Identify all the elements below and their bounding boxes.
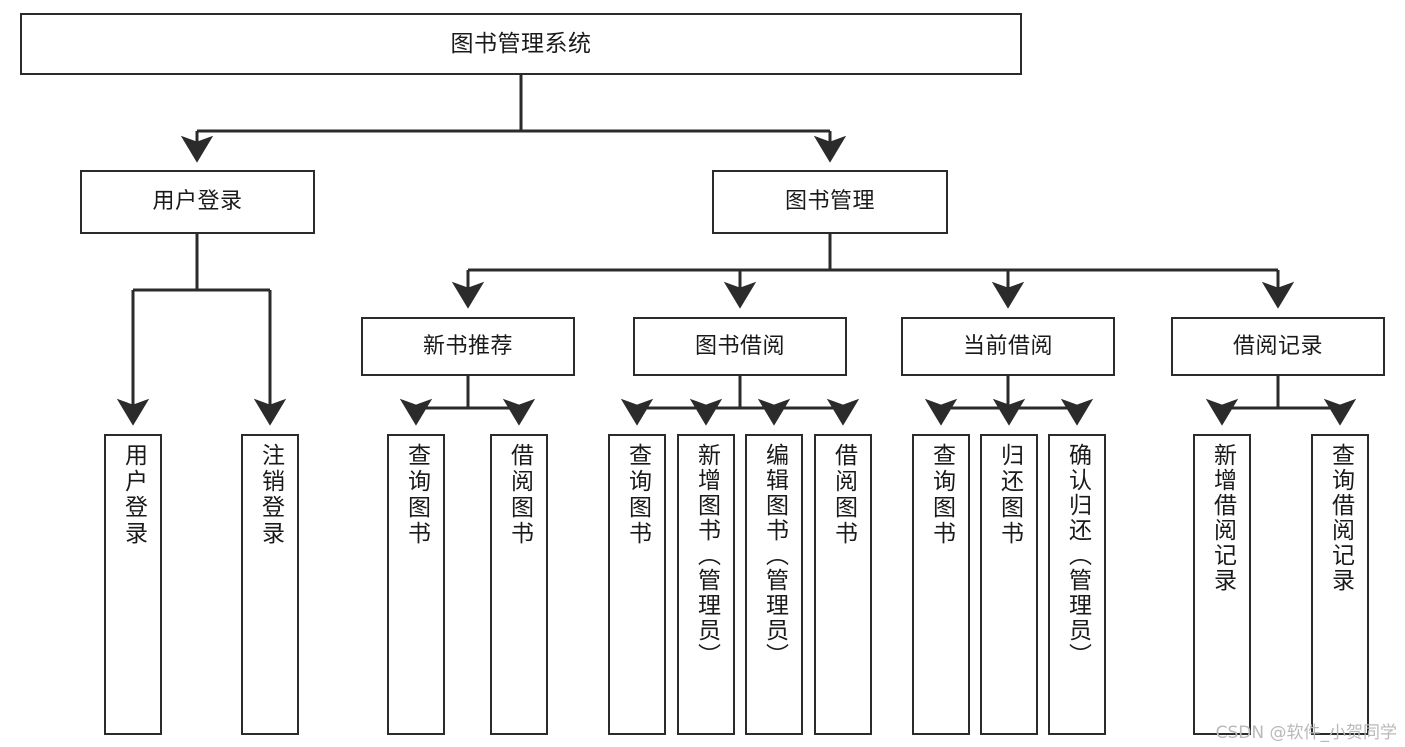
node-root-book-management-system[interactable]: 图书管理系统: [20, 13, 1022, 75]
node-label: 用户登录: [152, 189, 243, 214]
leaf-edit-book-admin[interactable]: 编辑图书（管理员）: [745, 434, 803, 735]
node-label: 用户登录: [120, 443, 147, 547]
node-book-management[interactable]: 图书管理: [712, 170, 948, 234]
node-label: 借阅记录: [1232, 333, 1323, 359]
leaf-confirm-return-admin[interactable]: 确认归还（管理员）: [1048, 434, 1106, 735]
node-current-borrowing[interactable]: 当前借阅: [901, 317, 1115, 376]
node-label: 确认归还（管理员）: [1064, 443, 1091, 668]
csdn-watermark: CSDN @软件_小贺同学: [1215, 723, 1397, 743]
node-label: 查询图书: [928, 443, 955, 547]
node-label: 借阅图书: [506, 443, 533, 547]
leaf-query-book-recommend[interactable]: 查询图书: [387, 434, 445, 735]
leaf-logout[interactable]: 注销登录: [241, 434, 299, 735]
node-label: 新增借阅记录: [1209, 443, 1236, 593]
node-label: 查询图书: [624, 443, 651, 547]
node-user-login[interactable]: 用户登录: [80, 170, 315, 234]
node-label: 图书管理: [784, 189, 875, 214]
leaf-user-login[interactable]: 用户登录: [104, 434, 162, 735]
node-label: 查询图书: [403, 443, 430, 547]
node-label: 编辑图书（管理员）: [761, 443, 788, 668]
leaf-borrow-book-recommend[interactable]: 借阅图书: [490, 434, 548, 735]
node-label: 图书管理系统: [450, 30, 592, 57]
node-label: 图书借阅: [694, 333, 785, 359]
leaf-query-borrow-record[interactable]: 查询借阅记录: [1311, 434, 1369, 735]
node-label: 借阅图书: [830, 443, 857, 547]
leaf-borrow-book[interactable]: 借阅图书: [814, 434, 872, 735]
node-book-borrowing[interactable]: 图书借阅: [633, 317, 847, 376]
leaf-add-book-admin[interactable]: 新增图书（管理员）: [677, 434, 735, 735]
leaf-return-book[interactable]: 归还图书: [980, 434, 1038, 735]
leaf-query-book-current[interactable]: 查询图书: [912, 434, 970, 735]
leaf-add-borrow-record[interactable]: 新增借阅记录: [1193, 434, 1251, 735]
node-borrowing-records[interactable]: 借阅记录: [1171, 317, 1385, 376]
node-label: 注销登录: [257, 443, 284, 547]
node-label: 新增图书（管理员）: [693, 443, 720, 668]
node-label: 归还图书: [996, 443, 1023, 547]
node-label: 当前借阅: [962, 333, 1053, 359]
node-new-book-recommendation[interactable]: 新书推荐: [361, 317, 575, 376]
node-label: 新书推荐: [422, 333, 513, 359]
leaf-query-book-borrow[interactable]: 查询图书: [608, 434, 666, 735]
node-label: 查询借阅记录: [1327, 443, 1354, 593]
